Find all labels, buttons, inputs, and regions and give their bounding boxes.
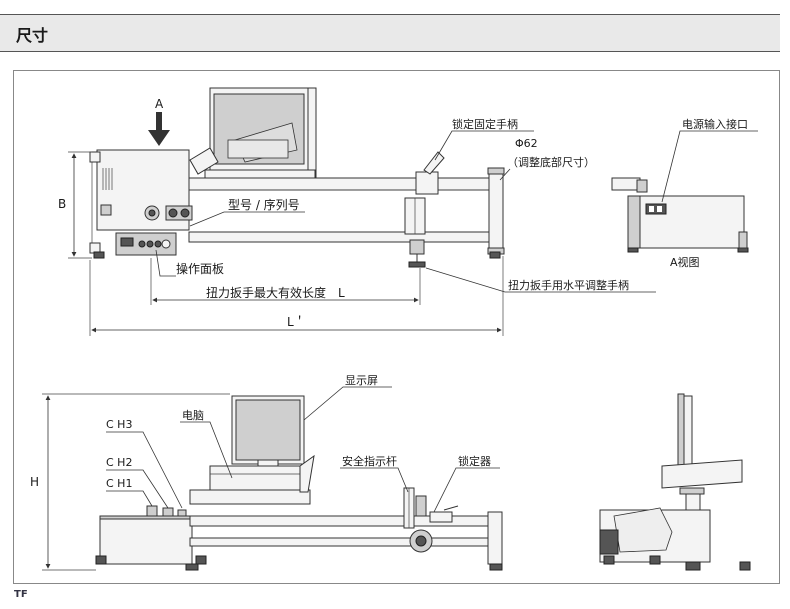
svg-text:C H3: C H3: [106, 418, 132, 431]
side-view: [599, 393, 751, 571]
callout-power-port: 电源输入接口: [661, 117, 758, 203]
callout-ch1: C H1: [106, 477, 153, 507]
callout-safety-lever: 安全指示杆: [340, 454, 409, 493]
callout-level-handle: 扭力扳手用水平调整手柄: [425, 267, 656, 293]
svg-text:C H2: C H2: [106, 456, 132, 469]
section-title: 尺寸: [16, 26, 49, 45]
drawing-frame: [13, 70, 780, 584]
svg-text:安全指示杆: 安全指示杆: [342, 454, 397, 468]
svg-text:操作面板: 操作面板: [176, 261, 224, 276]
callout-phi62: Φ62 （调整底部尺寸）: [499, 137, 595, 181]
front-view: H 显示屏 电脑 安全指示杆 锁定器 C H3 C H2 C H1: [30, 374, 503, 571]
svg-text:C H1: C H1: [106, 477, 132, 490]
svg-text:电脑: 电脑: [182, 409, 204, 422]
svg-text:（调整底部尺寸）: （调整底部尺寸）: [507, 155, 595, 169]
rail: [188, 167, 505, 255]
svg-text:Φ62: Φ62: [515, 137, 538, 150]
svg-text:型号 / 序列号: 型号 / 序列号: [228, 197, 300, 212]
svg-text:锁定器: 锁定器: [458, 454, 491, 468]
dim-h-label: H: [30, 475, 39, 489]
a-view-caption: A视图: [670, 255, 700, 269]
callout-ch3: C H3: [106, 418, 183, 509]
dimension-l: 扭力扳手最大有效长度 L: [150, 258, 421, 305]
top-view: A: [58, 87, 656, 336]
section-header: 尺寸: [0, 14, 780, 52]
dim-l-label: 扭力扳手最大有效长度 L: [206, 285, 345, 300]
callout-display: 显示屏: [303, 374, 392, 421]
a-view: 电源输入接口 A视图: [611, 117, 758, 269]
svg-text:显示屏: 显示屏: [345, 374, 378, 387]
svg-text:扭力扳手用水平调整手柄: 扭力扳手用水平调整手柄: [508, 278, 629, 292]
footer-tag: TF: [14, 589, 28, 600]
callout-operation-panel: 操作面板: [155, 249, 224, 277]
dim-l-prime-label: L＇: [287, 315, 306, 329]
callout-locker: 锁定器: [433, 454, 500, 513]
callout-model-serial: 型号 / 序列号: [189, 197, 305, 227]
dimension-l-prime: L＇: [89, 256, 504, 336]
view-a-label: A: [155, 97, 164, 111]
svg-text:锁定固定手柄: 锁定固定手柄: [452, 117, 518, 131]
dimension-b: B: [58, 151, 92, 259]
callout-lock-handle: 锁定固定手柄: [434, 117, 534, 161]
callout-ch2: C H2: [106, 456, 169, 509]
wrench-carriage: [404, 151, 445, 268]
monitor-top: [189, 87, 317, 179]
callout-computer: 电脑: [180, 409, 233, 479]
dim-b-label: B: [58, 197, 66, 211]
svg-text:电源输入接口: 电源输入接口: [682, 117, 748, 131]
tester-body: [89, 149, 193, 256]
dimension-h: H: [30, 393, 230, 571]
view-a-arrow: A: [148, 97, 170, 146]
